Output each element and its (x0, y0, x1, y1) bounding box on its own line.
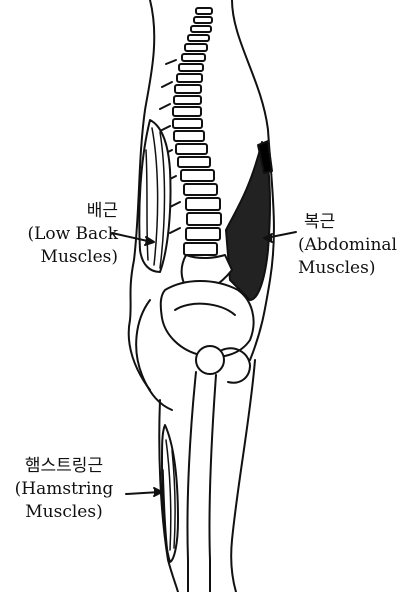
back-muscle-english-1: (Low Back (6, 223, 118, 246)
abdominal-muscle-label: 복근 (Abdominal Muscles) (298, 211, 410, 280)
hamstring-muscle-english-1: (Hamstring (0, 478, 128, 501)
abdominal-muscle-korean: 복근 (298, 211, 410, 234)
abdominal-muscle-english-2: Muscles) (298, 257, 410, 280)
back-muscle-korean: 배근 (6, 200, 118, 223)
femur-left (187, 372, 196, 592)
back-muscle-english-2: Muscles) (6, 246, 118, 269)
hamstring-muscle-label: 햄스트링근 (Hamstring Muscles) (0, 455, 128, 524)
femur-head (196, 346, 224, 374)
thigh-front (231, 360, 255, 592)
hamstring-muscle-english-2: Muscles) (0, 501, 128, 524)
hamstring-muscle-korean: 햄스트링근 (0, 455, 128, 478)
back-muscle-label: 배근 (Low Back Muscles) (6, 200, 118, 269)
abdominal-muscle-english-1: (Abdominal (298, 234, 410, 257)
spine (173, 8, 221, 255)
femur-right (209, 375, 216, 592)
